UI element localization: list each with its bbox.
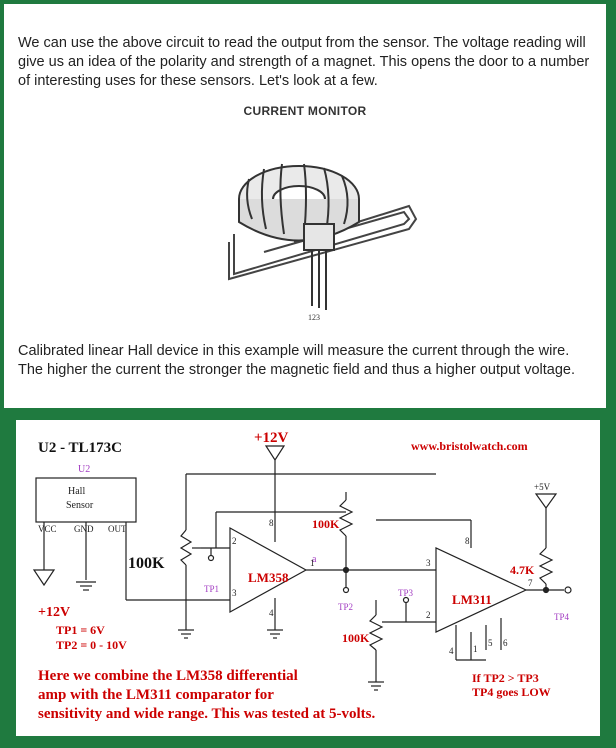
schematic-panel: U2 - TL173C U2 Hall Sensor VCC GND OUT +… xyxy=(16,420,600,736)
pin-vcc: VCC xyxy=(38,524,57,534)
pin-c1: 1 xyxy=(473,644,478,654)
pin-p2: 2 xyxy=(232,536,237,546)
supply-5v: +5V xyxy=(534,482,551,492)
pin-p1: 1 xyxy=(310,558,315,568)
pin-p4: 4 xyxy=(269,608,274,618)
note-line-1: Here we combine the LM358 differential xyxy=(38,668,298,684)
resistor-100k-b: 100K xyxy=(312,517,340,531)
resistor-100k-a: 100K xyxy=(128,555,165,572)
pin-c8: 8 xyxy=(465,536,470,546)
tp2-label: TP2 xyxy=(338,602,353,612)
pin-c5: 5 xyxy=(488,638,493,648)
resistor-4k7: 4.7K xyxy=(510,563,535,577)
hall-sensor-schematic: U2 - TL173C U2 Hall Sensor VCC GND OUT +… xyxy=(32,430,572,722)
pin-p8: 8 xyxy=(269,518,274,528)
current-monitor-illustration: 123 xyxy=(228,163,418,322)
sensor-label-2: Sensor xyxy=(66,500,94,511)
pin-c4: 4 xyxy=(449,646,454,656)
caption-paragraph: Calibrated linear Hall device in this ex… xyxy=(18,343,575,378)
node-a-label: a xyxy=(312,554,317,565)
opamp-label: LM358 xyxy=(248,570,289,585)
condition-line-2: TP4 goes LOW xyxy=(472,685,551,699)
tp3-label: TP3 xyxy=(398,588,414,598)
tp4-label: TP4 xyxy=(554,612,570,622)
resistor-100k-c: 100K xyxy=(342,631,370,645)
article-panel: We can use the above circuit to read the… xyxy=(4,4,606,408)
tp2-value: TP2 = 0 - 10V xyxy=(56,638,127,652)
pin-labels: 123 xyxy=(308,313,320,322)
part-name: U2 - TL173C xyxy=(38,440,122,456)
pin-c7: 7 xyxy=(528,578,533,588)
condition-line-1: If TP2 > TP3 xyxy=(472,671,539,685)
pin-out: OUT xyxy=(108,524,127,534)
supply-top: +12V xyxy=(254,430,289,446)
sensor-label-1: Hall xyxy=(68,486,85,497)
website: www.bristolwatch.com xyxy=(411,439,528,453)
intro-paragraph: We can use the above circuit to read the… xyxy=(18,35,590,89)
pin-c2: 2 xyxy=(426,610,431,620)
tp1-label: TP1 xyxy=(204,584,219,594)
comparator-label: LM311 xyxy=(452,592,492,607)
pin-gnd: GND xyxy=(74,524,94,534)
supply-bottom: +12V xyxy=(38,605,70,620)
figure-title: CURRENT MONITOR xyxy=(243,104,367,118)
note-line-3: sensitivity and wide range. This was tes… xyxy=(38,706,375,722)
pin-p3: 3 xyxy=(232,588,237,598)
pin-c3: 3 xyxy=(426,558,431,568)
tp1-value: TP1 = 6V xyxy=(56,623,105,637)
ref-designator: U2 xyxy=(78,464,90,475)
pin-c6: 6 xyxy=(503,638,508,648)
note-line-2: amp with the LM311 comparator for xyxy=(38,687,274,703)
